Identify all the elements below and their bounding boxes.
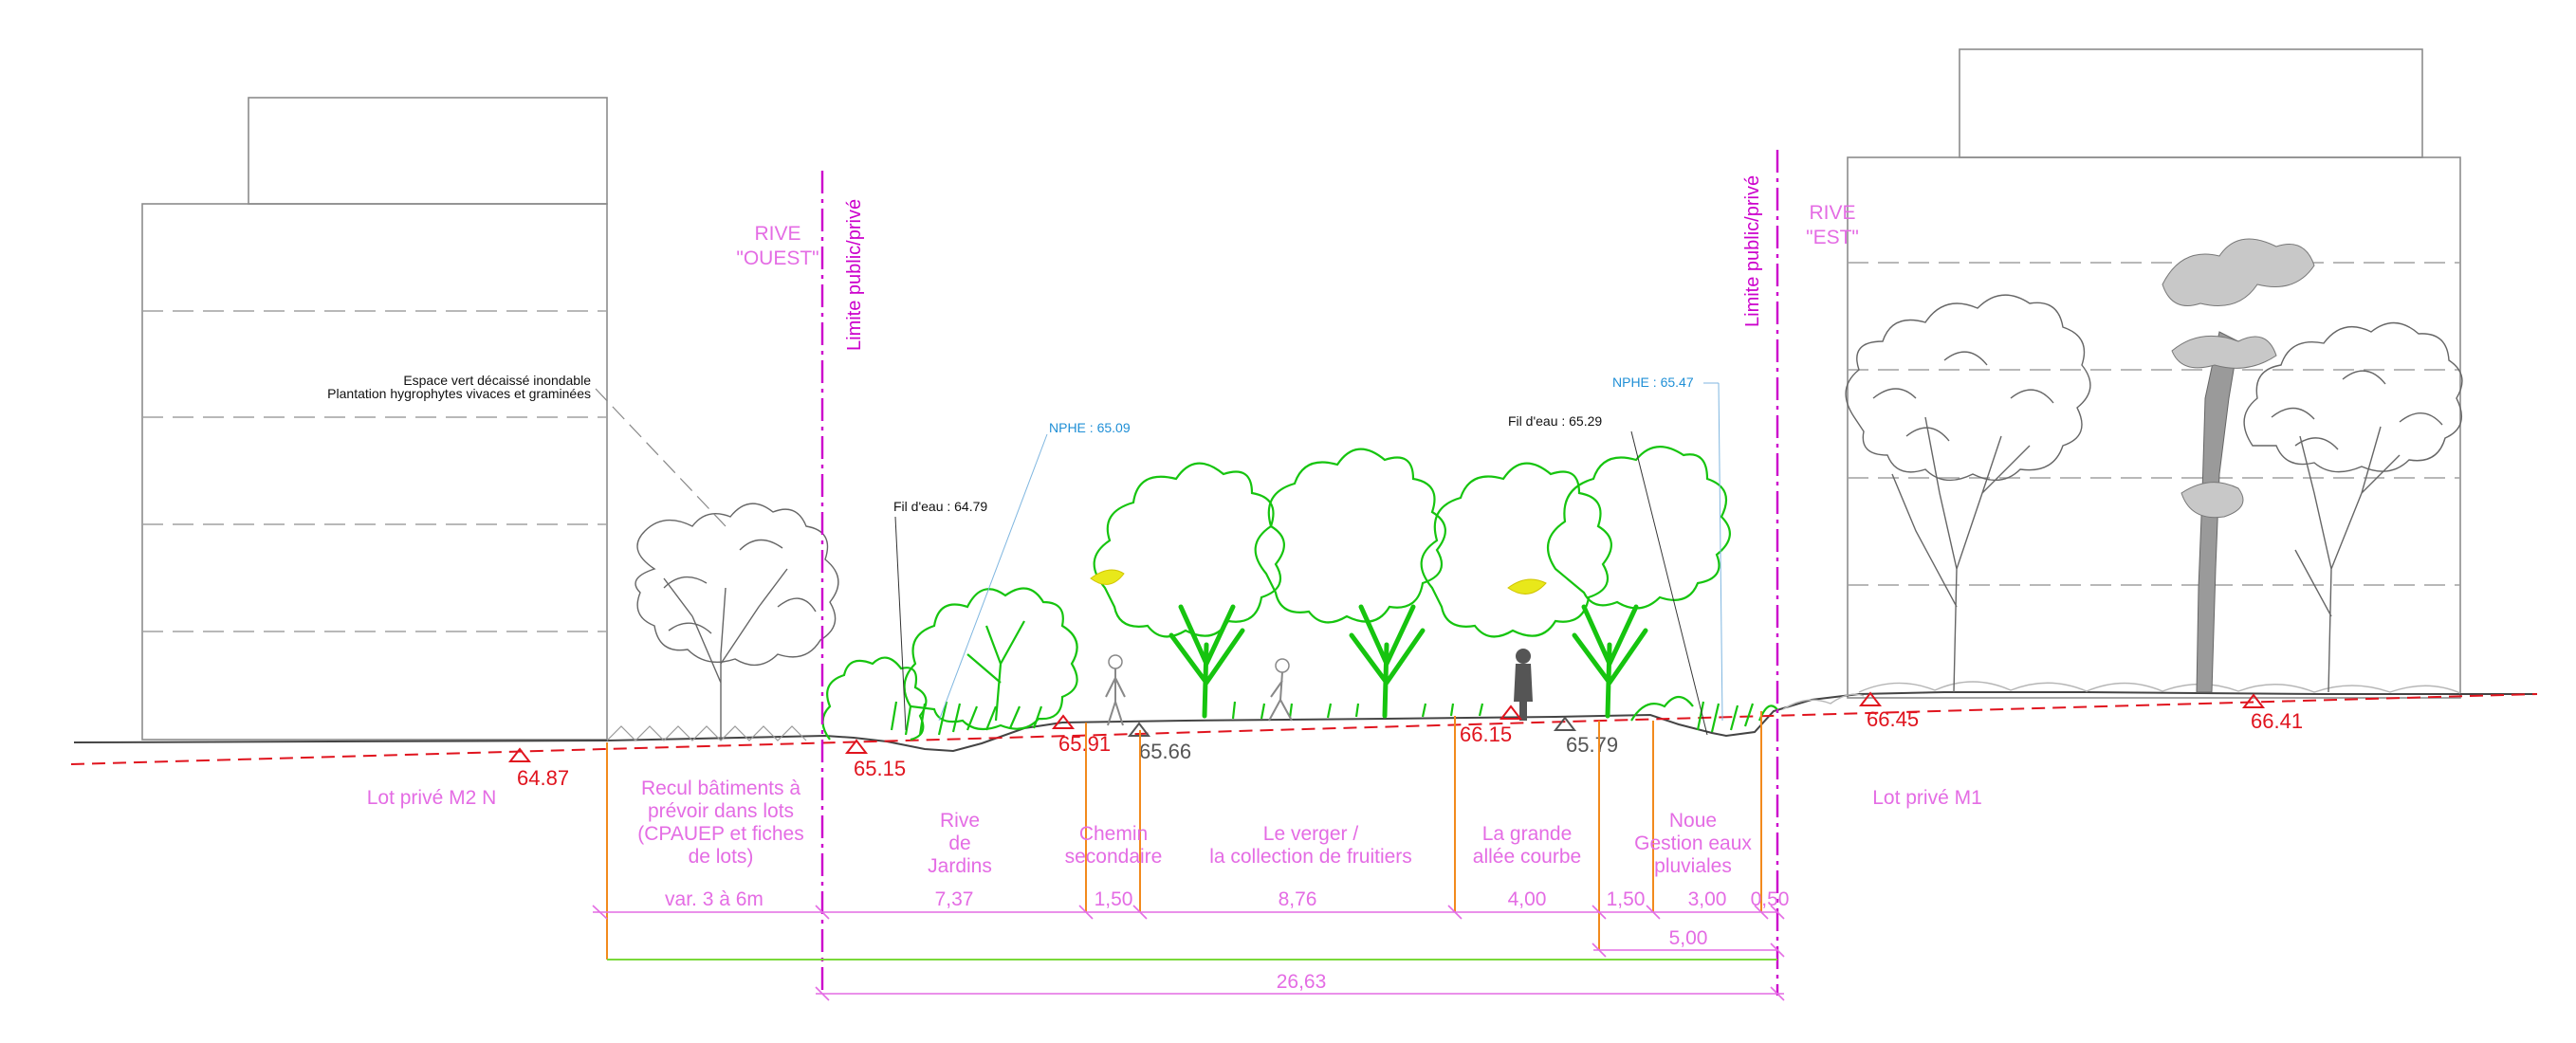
zone-chemin-line-1: Chemin [1079,823,1148,845]
dim-verger: 8,76 [1279,888,1317,910]
zone-allee-line-2: allée courbe [1473,846,1581,868]
level-65-66: 65.66 [1139,740,1191,763]
tree-east-gray-1 [1845,294,2091,693]
level-66-15: 66.15 [1460,723,1512,746]
annotation-nphe-1: NPHE : 65.09 [938,420,1131,722]
annotation-fil-eau-1: Fil d'eau : 64.79 [893,499,987,731]
zone-rive-line-3: Jardins [928,855,992,877]
person-walking-1 [1105,654,1126,726]
level-66-41: 66.41 [2251,709,2303,733]
zone-noue-line-2: Gestion eaux [1634,833,1752,854]
level-66-45: 66.45 [1867,707,1919,731]
limit-line-west: Limite public/privé [820,171,865,996]
dim-noue-c: 0,50 [1751,888,1790,910]
dim-total: 26,63 [1277,971,1327,993]
dim-recul: var. 3 à 6m [665,888,764,910]
zone-verger-line-1: Le verger / [1263,823,1359,845]
level-65-15: 65.15 [854,757,906,780]
ground-profile [70,681,2538,765]
building-east [1847,48,2461,699]
green-noue-plants [1630,695,1779,733]
level-marker-66-15: 66.15 [1460,704,1523,746]
dim-noue-a: 1,50 [1607,888,1646,910]
rive-ouest-label: RIVE "OUEST" [736,223,819,269]
zone-recul-line-3: (CPAUEP et fiches [637,823,803,845]
level-marker-65-79: 65.79 [1553,716,1618,757]
zone-rive-line-2: de [948,833,970,854]
zone-recul-line-2: prévoir dans lots [648,800,794,822]
dim-chemin: 1,50 [1095,888,1133,910]
dimension-row-3: 26,63 [815,971,1785,1001]
annotation-espace-vert: Espace vert décaissé inondable Plantatio… [327,373,727,527]
annotation-nphe-2: NPHE : 65.47 [1612,375,1723,722]
level-marker-66-41: 66.41 [2241,693,2303,733]
zone-labels: Lot privé M2 N Lot privé M1 Recul bâtime… [367,778,1982,877]
green-shrubs-jardins [821,587,1078,741]
zone-chemin-line-2: secondaire [1065,846,1163,868]
rive-est-label: RIVE "EST" [1806,202,1859,248]
nphe-1-text: NPHE : 65.09 [1049,420,1131,435]
rive-ouest-line-2: "OUEST" [736,247,819,269]
fil-eau-1-text: Fil d'eau : 64.79 [893,499,987,514]
espace-vert-text: Espace vert décaissé inondable [403,373,591,388]
level-65-79: 65.79 [1566,733,1618,757]
plantation-text: Plantation hygrophytes vivaces et gramin… [327,386,591,401]
zone-rive-line-1: Rive [940,810,980,832]
level-marker-65-91: 65.91 [1051,714,1111,756]
zone-dividers [606,711,1777,961]
limit-label-east: Limite public/privé [1742,175,1763,327]
tree-west-gray [635,503,839,740]
level-marker-65-66: 65.66 [1127,722,1191,763]
rive-est-line-2: "EST" [1806,227,1859,248]
level-64-87: 64.87 [517,766,569,790]
level-65-91: 65.91 [1058,732,1111,756]
green-fruit-trees [1090,446,1731,720]
tree-east-gray-3 [2243,321,2463,693]
zone-noue-line-3: pluviales [1654,855,1732,877]
zone-recul-line-4: de lots) [689,846,754,868]
annotation-fil-eau-2: Fil d'eau : 65.29 [1508,413,1708,736]
dim-noue-total: 5,00 [1669,927,1708,949]
person-standing [1514,649,1533,721]
level-marker-66-45: 66.45 [1858,691,1919,731]
zone-lot-ouest: Lot privé M2 N [367,787,497,809]
zone-allee-line-1: La grande [1482,823,1573,845]
dim-noue-b: 3,00 [1688,888,1727,910]
limit-label-west: Limite public/privé [844,199,865,351]
nphe-2-text: NPHE : 65.47 [1612,375,1694,390]
level-marker-64-87: 64.87 [507,747,569,790]
building-west [141,97,608,741]
natural-ground-line [70,693,2538,765]
zone-noue-line-1: Noue [1669,810,1717,832]
dimension-row-1: var. 3 à 6m 7,37 1,50 8,76 4,00 1,50 3,0… [592,888,1790,920]
level-marker-65-15: 65.15 [844,739,906,780]
zone-recul-line-1: Recul bâtiments à [641,778,800,799]
zone-verger-line-2: la collection de fruitiers [1209,846,1412,868]
tree-east-gray-2 [2162,238,2315,693]
limit-line-east: Limite public/privé [1742,150,1779,996]
fil-eau-2-text: Fil d'eau : 65.29 [1508,413,1602,429]
rive-est-line-1: RIVE [1809,202,1855,224]
dim-allee: 4,00 [1508,888,1547,910]
dim-jardins: 7,37 [935,888,974,910]
rive-ouest-line-1: RIVE [754,223,800,245]
dimension-row-2: 5,00 [1592,927,1785,958]
zone-lot-est: Lot privé M1 [1872,787,1982,809]
person-walking-2 [1268,658,1293,722]
